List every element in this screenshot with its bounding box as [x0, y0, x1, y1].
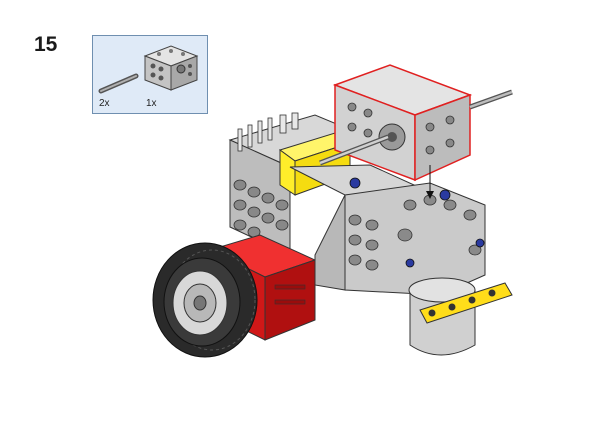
axle-quantity: 2x	[99, 98, 110, 109]
motor-quantity: 1x	[146, 98, 157, 109]
motor-block-icon	[143, 45, 199, 91]
step-number: 15	[34, 33, 58, 56]
wheel	[152, 242, 258, 358]
yellow-beam	[419, 282, 513, 324]
front-frame	[289, 164, 486, 296]
parts-callout-box: 2x 1x	[92, 35, 208, 114]
motor-highlight	[319, 64, 513, 199]
robot-assembly-icon	[152, 64, 513, 358]
axle-icon	[98, 73, 139, 94]
